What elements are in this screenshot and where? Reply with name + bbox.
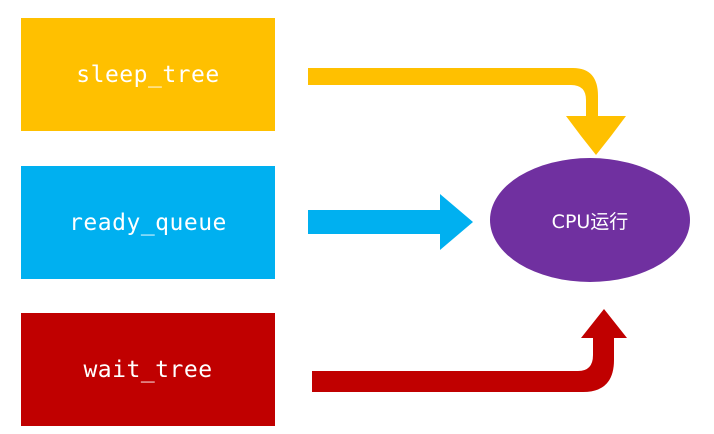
arrow-sleep-to-cpu (308, 68, 626, 155)
wait-tree-label: wait_tree (83, 356, 213, 383)
ready-queue-label: ready_queue (69, 209, 227, 236)
arrow-ready-to-cpu (308, 194, 473, 250)
wait-tree-box: wait_tree (21, 313, 275, 426)
cpu-ellipse (490, 158, 690, 282)
sleep-tree-box: sleep_tree (21, 18, 275, 131)
arrow-wait-to-cpu (312, 309, 627, 392)
cpu-label: CPU运行 (551, 210, 629, 233)
ready-queue-box: ready_queue (21, 166, 275, 279)
sleep-tree-label: sleep_tree (76, 61, 220, 88)
